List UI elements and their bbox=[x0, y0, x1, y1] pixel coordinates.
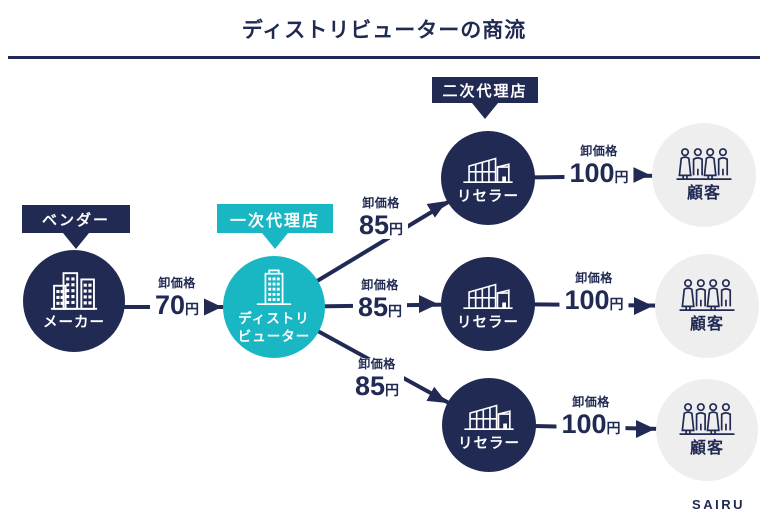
tag-label: ベンダー bbox=[41, 211, 110, 229]
people-icon bbox=[676, 147, 732, 180]
price-reseller-top-to-customer: 卸価格 100円 bbox=[564, 144, 634, 188]
price-caption: 卸価格 bbox=[158, 276, 196, 290]
store-icon bbox=[463, 157, 513, 183]
store-icon bbox=[464, 404, 514, 430]
node-reseller-mid: リセラー bbox=[441, 257, 535, 351]
node-label: メーカー bbox=[43, 314, 105, 331]
node-distributor: ディストリ ビューター bbox=[223, 256, 325, 358]
price-reseller-bottom-to-customer: 卸価格 100円 bbox=[556, 395, 626, 439]
node-customer-mid: 顧客 bbox=[655, 254, 759, 358]
node-customer-top: 顧客 bbox=[652, 123, 756, 227]
node-label: リセラー bbox=[457, 188, 519, 205]
price-amount: 85円 bbox=[354, 370, 400, 401]
price-unit: 円 bbox=[609, 295, 624, 312]
price-distributor-to-reseller-bottom: 卸価格 85円 bbox=[349, 357, 405, 401]
price-reseller-mid-to-customer: 卸価格 100円 bbox=[559, 271, 629, 315]
price-amount: 70円 bbox=[154, 289, 200, 320]
node-reseller-top: リセラー bbox=[441, 131, 535, 225]
tag-label: 二次代理店 bbox=[442, 82, 528, 100]
price-caption: 卸価格 bbox=[572, 395, 610, 409]
page-title: ディストリビューターの商流 bbox=[241, 19, 527, 42]
price-distributor-to-reseller-top: 卸価格 85円 bbox=[353, 196, 409, 240]
price-amount: 85円 bbox=[358, 209, 404, 240]
price-amount: 100円 bbox=[564, 284, 624, 315]
tag-vendor: ベンダー bbox=[22, 205, 130, 249]
price-unit: 円 bbox=[614, 168, 629, 185]
price-amount: 100円 bbox=[561, 408, 621, 439]
title-divider bbox=[8, 56, 760, 59]
price-amount: 100円 bbox=[569, 157, 629, 188]
price-caption: 卸価格 bbox=[361, 278, 399, 292]
node-label: 顧客 bbox=[689, 315, 724, 333]
node-label: ディストリ ビューター bbox=[237, 311, 311, 344]
price-amount: 85円 bbox=[357, 291, 403, 322]
tag-label: 一次代理店 bbox=[229, 212, 320, 230]
people-icon bbox=[679, 278, 735, 311]
node-label: 顧客 bbox=[689, 439, 724, 457]
brand-logo: SAIRU bbox=[692, 497, 745, 512]
node-customer-bottom: 顧客 bbox=[656, 379, 758, 481]
price-caption: 卸価格 bbox=[575, 271, 613, 285]
price-caption: 卸価格 bbox=[362, 196, 400, 210]
price-unit: 円 bbox=[385, 381, 400, 398]
node-maker: メーカー bbox=[23, 250, 125, 352]
price-unit: 円 bbox=[185, 300, 200, 317]
people-icon bbox=[679, 402, 735, 435]
tag-pointer bbox=[472, 103, 498, 119]
price-unit: 円 bbox=[388, 302, 403, 319]
office-building-icon bbox=[256, 269, 292, 306]
tag-pointer bbox=[63, 233, 89, 249]
tag-primary-agent: 一次代理店 bbox=[217, 204, 333, 249]
store-icon bbox=[463, 283, 513, 309]
price-unit: 円 bbox=[606, 419, 621, 436]
buildings-icon bbox=[50, 271, 98, 310]
arrowheads bbox=[203, 166, 655, 438]
node-label: リセラー bbox=[457, 314, 519, 331]
node-reseller-bottom: リセラー bbox=[442, 378, 536, 472]
node-label: リセラー bbox=[458, 435, 520, 452]
price-caption: 卸価格 bbox=[580, 144, 618, 158]
price-unit: 円 bbox=[389, 220, 404, 237]
tag-pointer bbox=[262, 233, 288, 249]
node-label: 顧客 bbox=[686, 184, 721, 202]
price-caption: 卸価格 bbox=[358, 357, 396, 371]
price-distributor-to-reseller-mid: 卸価格 85円 bbox=[352, 278, 408, 322]
price-maker-to-distributor: 卸価格 70円 bbox=[149, 276, 205, 320]
tag-secondary-agent: 二次代理店 bbox=[432, 77, 538, 119]
